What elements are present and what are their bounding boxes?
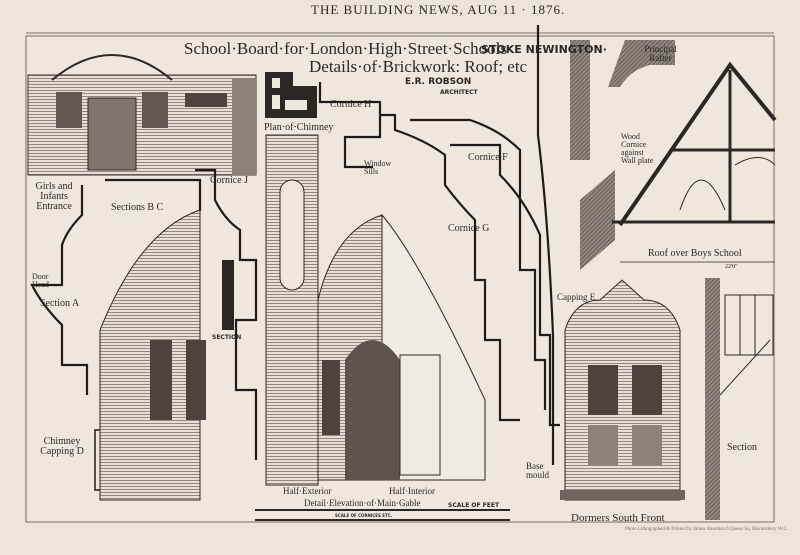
title-location: STOKE NEWINGTON· — [481, 43, 607, 56]
label-base-mould: Base mould — [526, 461, 550, 480]
label-scale-feet: SCALE OF FEET — [448, 502, 500, 509]
label-wood-cornice: Wood Cornice against Wall plate — [621, 132, 654, 165]
principal-rafter-section — [608, 40, 675, 87]
label-sections-bc: Sections B C — [111, 202, 164, 213]
label-half-interior: Half·Interior — [389, 486, 435, 496]
label-half-exterior: Half·Exterior — [283, 486, 332, 496]
chimney-plan — [265, 72, 317, 118]
label-gable-title: Detail·Elevation·of·Main·Gable — [304, 498, 421, 508]
wood-cornice-section — [570, 40, 590, 160]
entrance-elevation — [27, 54, 257, 176]
label-principal-rafter: Principal Rafter — [644, 44, 677, 63]
right-section — [705, 278, 774, 520]
label-plan-chimney: Plan·of·Chimney — [264, 122, 334, 133]
title-line1: School·Board·for·London·High·Street·Scho… — [184, 39, 507, 58]
scale-bars — [255, 509, 510, 521]
printer-credit: Photo Lithographed & Printed by James Ak… — [625, 527, 789, 532]
label-girls-entrance: Girls and Infants Entrance — [35, 181, 73, 212]
label-cornice-j: Cornice J — [210, 175, 249, 186]
label-cornice-f: Cornice F — [468, 152, 508, 163]
architect-name: E.R. ROBSON — [405, 77, 472, 87]
title-line2: Details·of·Brickwork: Roof; etc — [309, 57, 528, 76]
label-door-head: Door Head — [32, 272, 49, 289]
main-gable-elevation — [265, 134, 486, 486]
publication-header: THE BUILDING NEWS, AUG 11 · 1876. — [311, 2, 566, 17]
label-scale-cornices: SCALE OF CORNICES ETC. — [335, 513, 393, 518]
label-section-right: Section — [727, 442, 757, 453]
label-roof-span: 22'0" — [725, 264, 738, 270]
label-window-sills: Window Sills — [364, 159, 392, 176]
label-section-mark: SECTION — [212, 334, 242, 341]
label-dormers-south-front: Dormers South Front — [571, 512, 665, 524]
dormer-elevation — [560, 279, 685, 501]
architect-role: ARCHITECT — [440, 89, 478, 96]
label-cornice-g: Cornice G — [448, 223, 490, 234]
label-section-a: Section A — [40, 298, 80, 309]
label-roof-boys-school: Roof over Boys School — [648, 248, 742, 259]
label-chimney-capping: Chimney Capping D — [40, 436, 84, 457]
label-cornice-h: Cornice H — [330, 99, 372, 110]
label-capping-e: Capping E — [557, 292, 596, 302]
gable-left — [99, 209, 234, 501]
roof-truss — [612, 61, 777, 263]
